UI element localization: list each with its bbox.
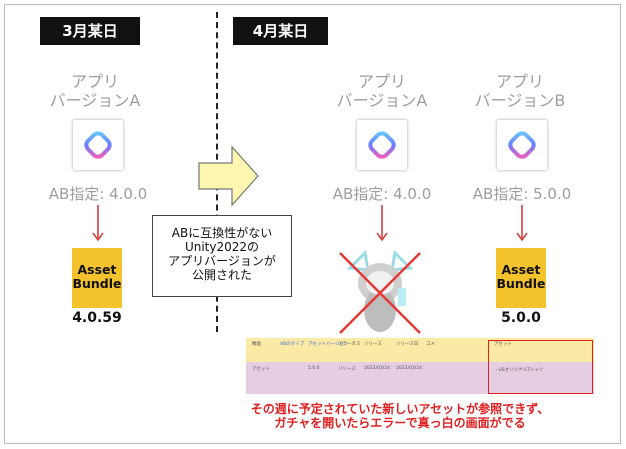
character-crossed-out-icon <box>339 249 421 334</box>
app-logo-icon <box>368 131 396 159</box>
app-icon <box>357 120 407 170</box>
app-logo-icon <box>84 131 112 159</box>
down-arrow-icon <box>92 205 104 242</box>
app-icon <box>73 120 123 170</box>
release-sheet-snippet: 機能 ABのタイプ アセットバージョン ステータス リリース リリース日 コメ … <box>246 338 594 394</box>
app-icon <box>497 120 547 170</box>
date-label-march: 3月某日 <box>40 17 140 45</box>
down-arrow-icon <box>376 205 388 242</box>
sheet-data-row: アセット 5.0.0 リリース 2023/03/24 2023/03/24 ・U… <box>246 362 594 394</box>
ab-spec-right-a: AB指定: 4.0.0 <box>332 185 432 203</box>
transition-arrow-icon <box>198 145 259 207</box>
bundle-version-right: 5.0.0 <box>501 310 541 326</box>
app-version-b-title: アプリ バージョンB <box>474 72 566 110</box>
error-highlight-box <box>488 340 593 394</box>
app-version-a-title-right: アプリ バージョンA <box>336 72 428 110</box>
bundle-version-left: 4.0.59 <box>72 310 122 326</box>
app-logo-icon <box>508 131 536 159</box>
slide-frame <box>4 4 621 444</box>
date-label-april: 4月某日 <box>233 17 328 45</box>
callout-box: ABに互換性がない Unity2022の アプリバージョンが 公開された <box>152 215 292 297</box>
ab-spec-left: AB指定: 4.0.0 <box>48 185 148 203</box>
error-caption: その週に予定されていた新しいアセットが参照できず、 ガチャを開いたらエラーで真っ… <box>250 402 550 430</box>
sheet-header-row: 機能 ABのタイプ アセットバージョン ステータス リリース リリース日 コメ … <box>246 338 594 362</box>
app-version-a-title-left: アプリ バージョンA <box>49 72 141 110</box>
asset-bundle-left: Asset Bundle <box>72 248 122 308</box>
ab-spec-right-b: AB指定: 5.0.0 <box>472 185 572 203</box>
down-arrow-icon <box>516 205 528 242</box>
asset-bundle-right: Asset Bundle <box>496 248 546 308</box>
